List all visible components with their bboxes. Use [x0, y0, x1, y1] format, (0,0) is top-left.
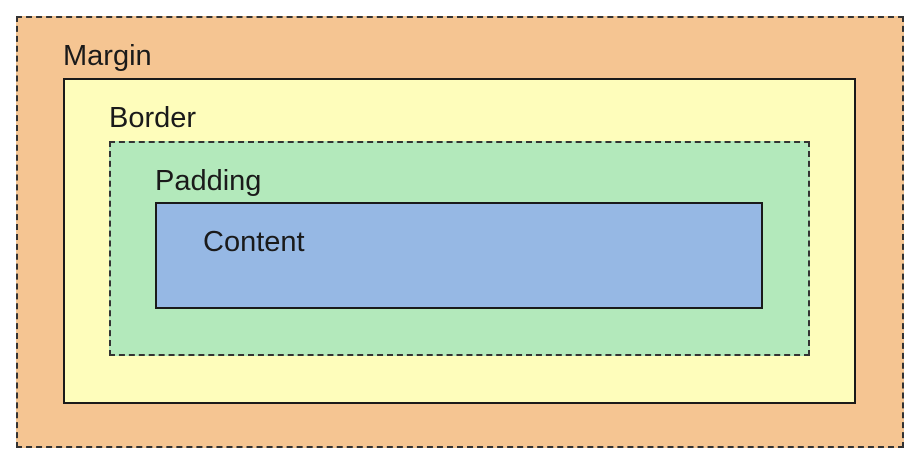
border-label: Border: [109, 102, 197, 134]
content-label: Content: [203, 226, 305, 258]
padding-label: Padding: [155, 165, 262, 197]
content-box: [155, 202, 763, 309]
margin-label: Margin: [63, 40, 152, 72]
